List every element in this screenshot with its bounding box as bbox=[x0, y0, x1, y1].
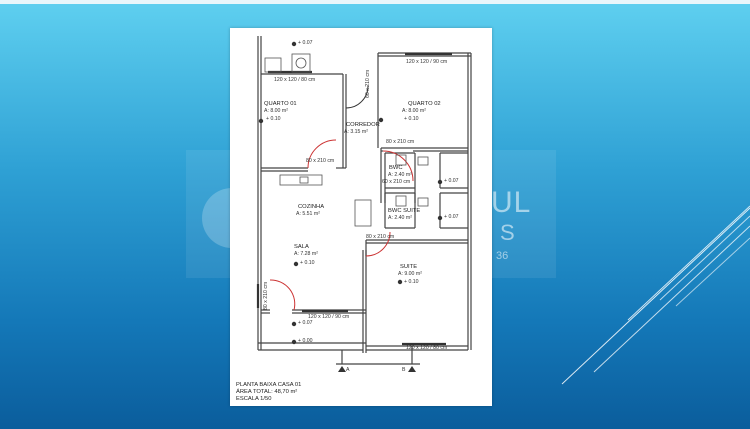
room-name-bwcsuite: BWC SUITE bbox=[388, 208, 421, 214]
room-level-sala: + 0.10 bbox=[300, 260, 315, 266]
room-area-bwc: A: 2.40 m² bbox=[388, 172, 412, 178]
door-quarto02-arc bbox=[382, 150, 414, 182]
room-area-corredor: A: 3.15 m² bbox=[344, 129, 368, 135]
door-label-entry: 80 x 210 cm bbox=[263, 281, 269, 310]
room-level-quarto02: + 0.10 bbox=[404, 116, 419, 122]
decor-line-1 bbox=[561, 207, 750, 385]
door-label-corridor: 60 x 210 cm bbox=[365, 69, 371, 98]
door-quarto01-arc bbox=[307, 139, 337, 169]
floor-plan-sheet: QUARTO 01 A: 8.00 m² + 0.10 QUARTO 02 A:… bbox=[230, 28, 492, 406]
window-label-sala: 120 x 120 / 90 cm bbox=[308, 314, 350, 320]
decor-line-3 bbox=[627, 205, 750, 321]
door-suite-arc bbox=[365, 231, 391, 257]
floor-plan-drawing bbox=[256, 36, 472, 372]
window-label-service: 120 x 120 / 80 cm bbox=[274, 77, 316, 83]
room-level-suite: + 0.10 bbox=[404, 279, 419, 285]
kitchen-counter bbox=[279, 174, 323, 186]
section-arrow-a bbox=[338, 366, 346, 372]
window-label-quarto02: 120 x 120 / 90 cm bbox=[406, 59, 448, 65]
room-level-quarto01: + 0.10 bbox=[266, 116, 281, 122]
door-corridor-arc bbox=[345, 85, 369, 109]
slide-top-band bbox=[0, 0, 750, 4]
door-label-suite: 80 x 210 cm bbox=[366, 234, 395, 240]
room-name-quarto01: QUARTO 01 bbox=[264, 101, 297, 107]
room-area-suite: A: 9.00 m² bbox=[398, 271, 422, 277]
level-bottom-2: + 0.00 bbox=[298, 338, 313, 344]
plan-scale: ESCALA 1/50 bbox=[236, 396, 272, 402]
room-level-bwcsuite: + 0.07 bbox=[444, 214, 459, 220]
room-area-quarto01: A: 8.00 m² bbox=[264, 108, 288, 114]
room-level-bwc: + 0.07 bbox=[444, 178, 459, 184]
door-label-bwc: 60 x 210 cm bbox=[382, 179, 411, 185]
plan-title: PLANTA BAIXA CASA 01 bbox=[236, 382, 302, 388]
door-entry-arc bbox=[269, 279, 296, 311]
section-arrow-b bbox=[408, 366, 416, 372]
room-name-sala: SALA bbox=[294, 244, 309, 250]
room-name-cozinha: COZINHA bbox=[298, 204, 325, 210]
room-name-corredor: CORREDOR bbox=[346, 122, 380, 128]
washing-machine bbox=[291, 53, 311, 73]
room-area-bwcsuite: A: 2.40 m² bbox=[388, 215, 412, 221]
door-label-quarto01: 80 x 210 cm bbox=[306, 158, 335, 164]
laundry-tank bbox=[264, 57, 282, 73]
room-area-cozinha: A: 5.51 m² bbox=[296, 211, 320, 217]
room-area-quarto02: A: 8.00 m² bbox=[402, 108, 426, 114]
room-area-sala: A: 7.28 m² bbox=[294, 251, 318, 257]
room-name-quarto02: QUARTO 02 bbox=[408, 101, 441, 107]
level-bottom-1: + 0.07 bbox=[298, 320, 313, 326]
decor-line-5 bbox=[675, 237, 750, 307]
door-label-quarto02: 80 x 210 cm bbox=[386, 139, 415, 145]
plan-total-area: ÁREA TOTAL: 48,70 m² bbox=[236, 389, 298, 395]
fridge bbox=[354, 199, 372, 227]
watermark-text-2: S bbox=[500, 220, 515, 245]
watermark-text-3: 36 bbox=[496, 250, 509, 262]
room-name-bwc: BWC bbox=[389, 165, 403, 171]
room-name-suite: SUITE bbox=[400, 264, 418, 270]
decor-line-4 bbox=[659, 215, 750, 301]
window-label-suite: 120 x 120 / 80 cm bbox=[406, 345, 448, 351]
section-label-b: B bbox=[402, 367, 406, 373]
level-top: + 0.07 bbox=[298, 40, 313, 46]
section-label-a: A bbox=[346, 367, 350, 373]
decor-line-2 bbox=[593, 225, 750, 373]
